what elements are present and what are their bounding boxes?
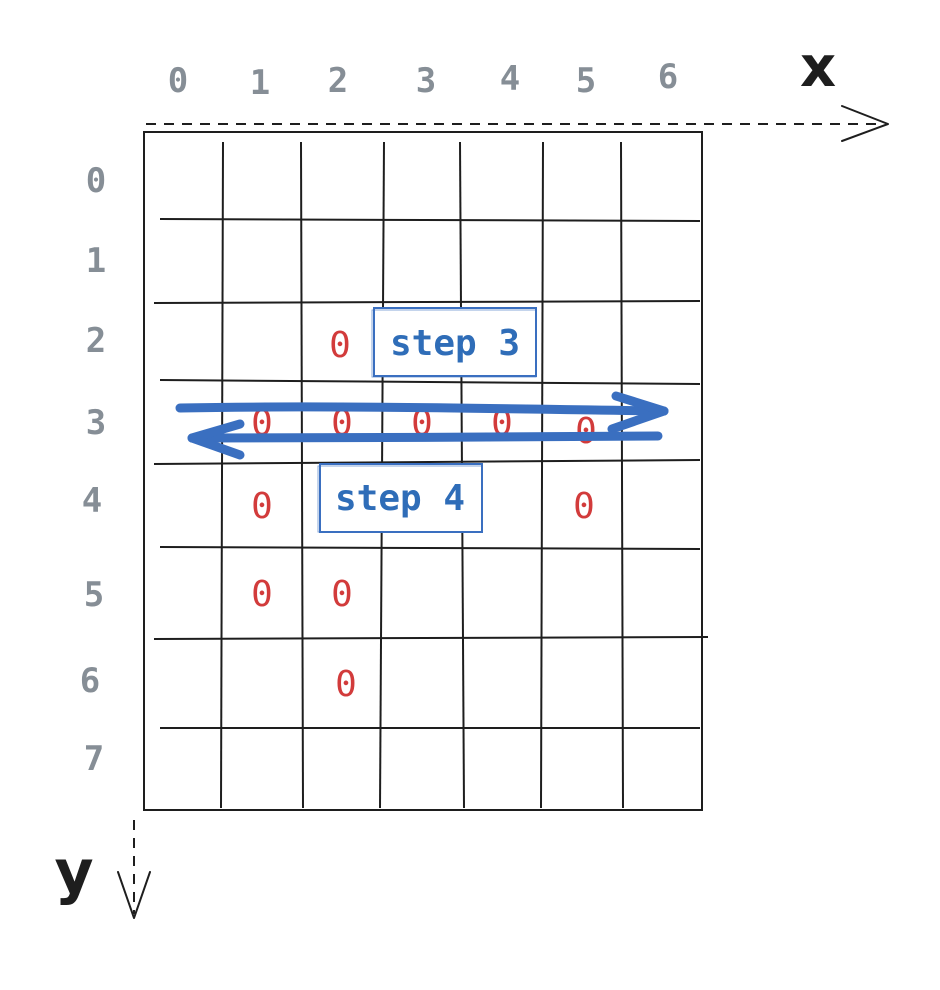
cell-mark: 0 [335,664,357,705]
grid-row-line [159,218,701,222]
x-tick-labels: 0 1 2 3 4 5 6 [168,57,678,103]
x-tick-label: 0 [168,61,188,101]
grid-border [143,131,703,811]
y-tick-label: 6 [80,661,100,701]
step-4-label: step 4 [317,463,483,533]
x-tick-label: 4 [500,59,520,99]
cell-mark: 0 [331,574,353,615]
grid-column-line [540,141,544,809]
grid-row-line [153,459,701,465]
step-3-arrow-shaft [175,402,669,416]
step-4-arrow [187,419,663,460]
y-axis-arrowhead [117,871,151,919]
step-3-label: step 3 [371,307,537,378]
y-tick-label: 1 [86,241,106,281]
grid-row-line [159,546,701,550]
cell-mark: 0 [575,411,597,452]
step-3-arrow [175,391,669,434]
grid-row-line [159,379,701,385]
x-axis-title: x [800,35,836,100]
grid-row-line [153,636,709,640]
step-3-arrowhead [607,391,669,434]
step-4-arrowhead [187,419,245,460]
step-3-label-box [373,307,537,377]
cell-mark: 0 [329,325,351,366]
y-tick-label: 5 [84,575,104,615]
y-axis-title: y [54,837,93,907]
grid-row-line [153,300,701,304]
step-4-label-text: step 4 [335,478,465,519]
y-axis: y [54,820,151,919]
grid [143,131,709,811]
x-axis-arrowhead [841,105,889,142]
grid-column-line [220,141,224,809]
step-4-arrow-shaft [187,431,663,443]
grid-column-line [300,141,304,809]
cell-mark: 0 [251,486,273,527]
step-4-label-box [319,463,483,533]
step-3-label-text: step 3 [390,323,520,364]
x-tick-label: 2 [328,61,348,101]
y-tick-label: 2 [86,321,106,361]
x-tick-label: 3 [416,61,436,101]
x-tick-label: 1 [250,63,270,103]
cell-mark: 0 [573,486,595,527]
y-tick-label: 4 [82,481,102,521]
y-tick-label: 7 [84,739,104,779]
y-tick-label: 0 [86,161,106,201]
cell-mark: 0 [251,574,273,615]
grid-column-line [620,141,624,809]
x-tick-label: 5 [576,61,596,101]
y-tick-labels: 0 1 2 3 4 5 6 7 [80,161,106,779]
x-tick-label: 6 [658,57,678,97]
y-tick-label: 3 [86,403,106,443]
x-axis: x [146,35,889,142]
